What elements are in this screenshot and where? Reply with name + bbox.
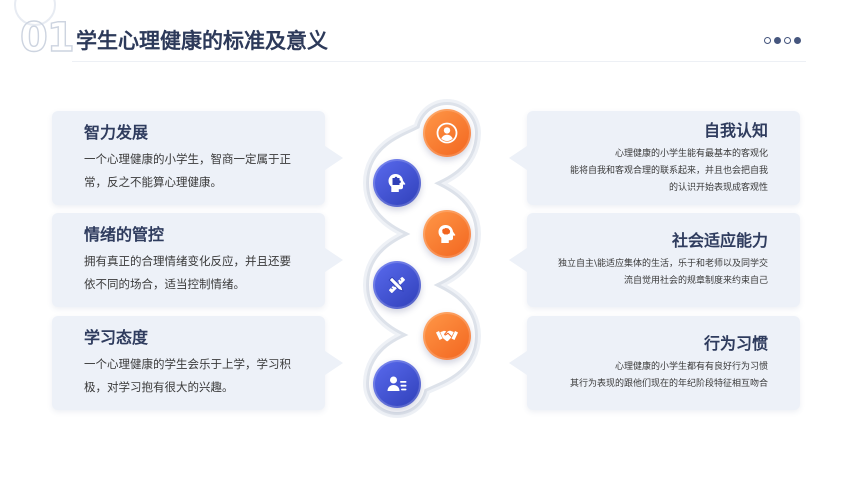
handshake-icon (436, 330, 458, 342)
head-brain-icon (438, 225, 456, 243)
card-social-adaptability: 社会适应能力 独立自主\能适应集体的生活，乐于和老师以及同学交 流自觉用社会的规… (509, 213, 800, 307)
user-list-icon (387, 376, 407, 391)
card-title: 行为习惯 (703, 334, 768, 353)
card-body-line: 其行为表现的跟他们现在的年纪阶段特征相互吻合 (569, 379, 768, 389)
slide-number: 01 (19, 15, 75, 61)
brain-puzzle-icon (388, 174, 406, 192)
card-body-line: 拥有真正的合理情绪变化反应，并且还要 (84, 254, 291, 268)
page-title: 学生心理健康的标准及意义 (76, 29, 328, 53)
card-title: 学习态度 (84, 328, 149, 347)
page-dots (764, 37, 801, 44)
card-body-line: 一个心理健康的小学生，智商一定属于正 (84, 152, 291, 166)
pencil-ruler-icon (388, 276, 405, 293)
card-intelligence-development: 智力发展 一个心理健康的小学生，智商一定属于正 常，反之不能算心理健康。 (52, 111, 343, 205)
chain-node-2 (373, 159, 421, 207)
user-icon (436, 122, 458, 144)
page-dot (794, 37, 801, 44)
chain-node-4 (373, 261, 421, 309)
card-title: 社会适应能力 (671, 231, 768, 250)
card-body-line: 流自觉用社会的规章制度来约束自己 (623, 276, 768, 286)
card-learning-attitude: 学习态度 一个心理健康的学生会乐于上学，学习积 极，对学习抱有很大的兴趣。 (52, 316, 343, 410)
card-body-line: 心理健康的小学生都有有良好行为习惯 (614, 362, 768, 372)
card-title: 自我认知 (703, 120, 768, 140)
card-body-line: 能将自我和客观合理的联系起来，并且也会把自我 (569, 165, 768, 176)
card-body-line: 一个心理健康的学生会乐于上学，学习积 (84, 357, 291, 371)
card-emotion-control: 情绪的管控 拥有真正的合理情绪变化反应，并且还要 依不同的场合，适当控制情绪。 (52, 213, 343, 307)
card-body-line: 独立自主\能适应集体的生活，乐于和老师以及同学交 (557, 259, 768, 269)
chain-node-1 (423, 109, 471, 157)
card-body-line: 依不同的场合，适当控制情绪。 (84, 277, 245, 291)
card-title: 智力发展 (84, 123, 149, 142)
title-divider (72, 61, 806, 62)
page-dot (784, 37, 791, 44)
card-behavior-habits: 行为习惯 心理健康的小学生都有有良好行为习惯 其行为表现的跟他们现在的年纪阶段特… (509, 316, 800, 410)
card-body-line: 极，对学习抱有很大的兴趣。 (84, 380, 234, 394)
card-body-line: 的认识开始表现成客观性 (668, 182, 768, 193)
page-dot (774, 37, 781, 44)
card-title: 情绪的管控 (84, 225, 165, 244)
chain-node-5 (423, 312, 471, 360)
card-self-cognition: 自我认知 心理健康的小学生能有最基本的客观化 能将自我和客观合理的联系起来，并且… (509, 111, 800, 205)
card-body-line: 心理健康的小学生能有最基本的客观化 (614, 148, 768, 159)
card-body-line: 常，反之不能算心理健康。 (84, 175, 222, 189)
chain-node-3 (423, 210, 471, 258)
page-dot (764, 37, 771, 44)
chain-node-6 (373, 360, 421, 408)
